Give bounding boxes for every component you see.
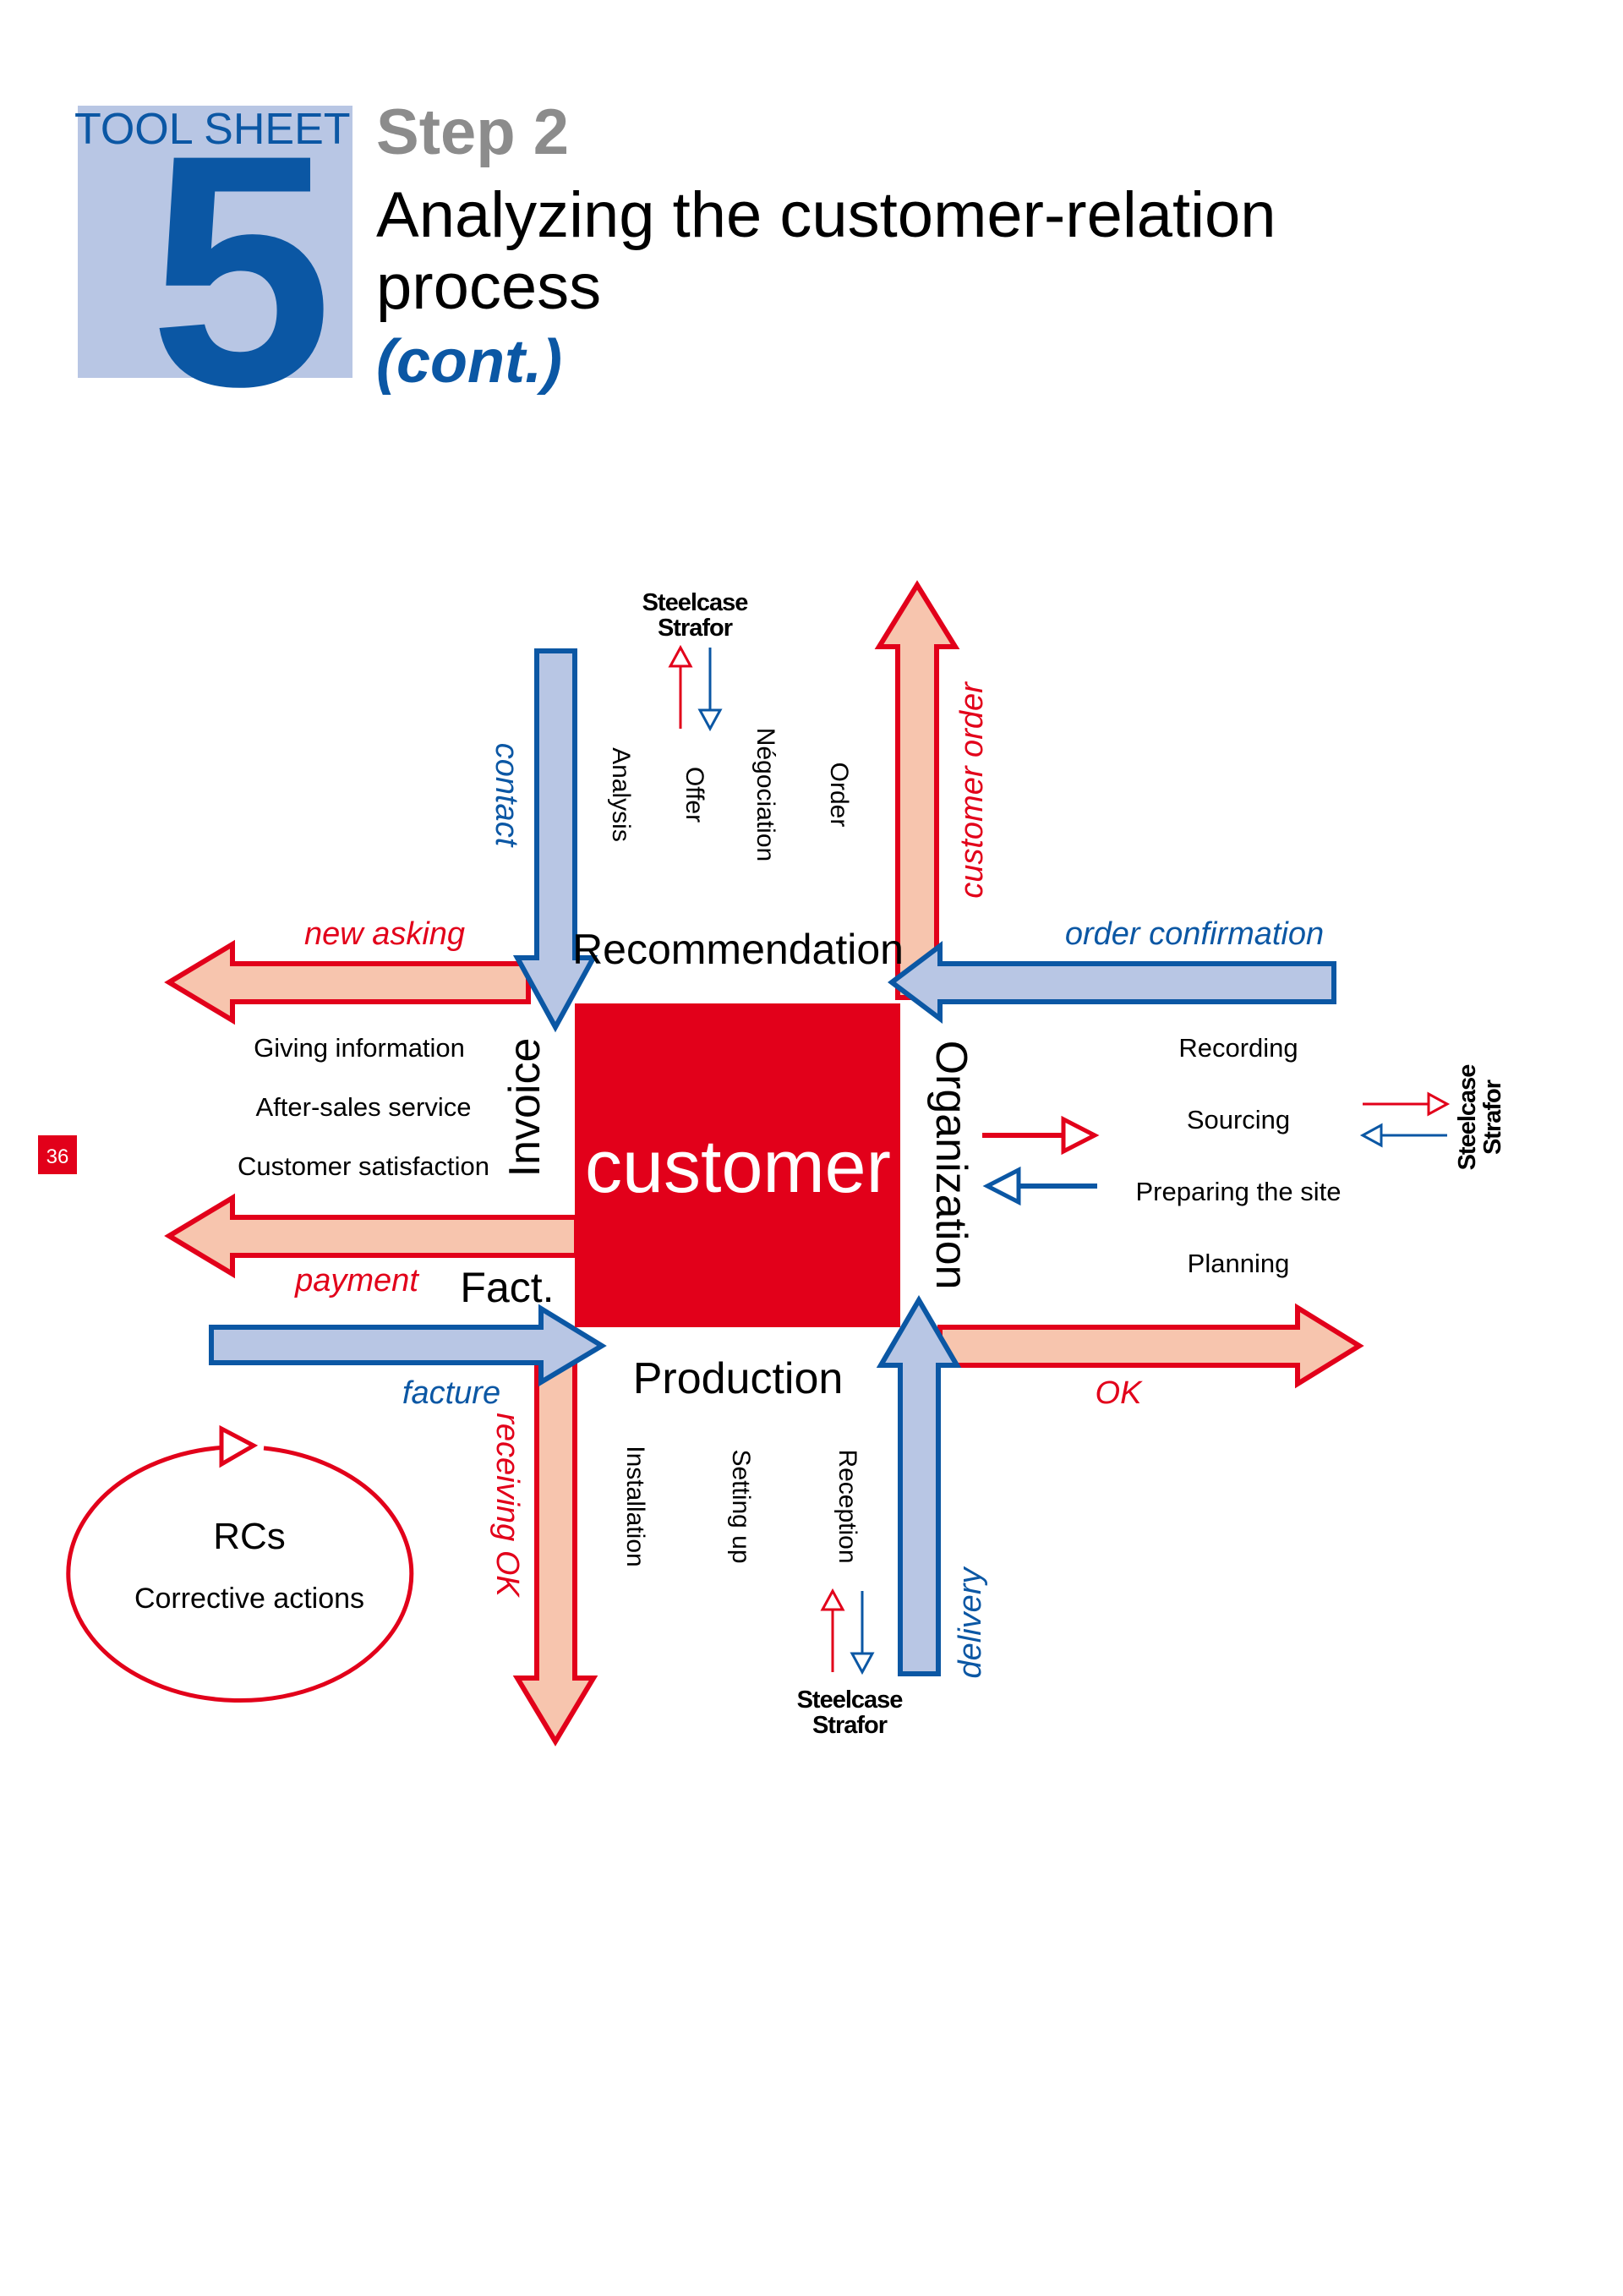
new-asking-arrow <box>164 939 531 1025</box>
steelcase-right-line2: Strafor <box>1479 1080 1506 1155</box>
loop-title: RCs <box>213 1516 286 1557</box>
corrective-actions-loop <box>66 1445 414 1703</box>
page-number: 36 <box>46 1145 69 1168</box>
customer-box <box>575 1003 900 1327</box>
order-confirmation-label: order confirmation <box>1065 916 1324 952</box>
delivery-arrow <box>876 1295 962 1676</box>
step-offer: Offer <box>680 767 708 823</box>
page-number-badge <box>38 1135 77 1174</box>
step-setting-up: Setting up <box>727 1449 755 1563</box>
recommendation-label: Recommendation <box>572 926 904 973</box>
page-title-cont: (cont.) <box>376 328 562 396</box>
organization-label: Organization <box>926 1041 975 1290</box>
ok-label: OK <box>1096 1375 1144 1411</box>
contact-arrow <box>512 648 598 1033</box>
payment-arrow <box>164 1193 579 1279</box>
payment-label: payment <box>294 1263 419 1298</box>
delivery-label: delivery <box>953 1566 988 1679</box>
tool-sheet-number: 5 <box>150 86 333 455</box>
steelcase-top-line2: Strafor <box>658 615 733 642</box>
step-analysis: Analysis <box>607 747 635 842</box>
step-after-sales-service: After-sales service <box>256 1092 472 1122</box>
tool-sheet-number-box <box>78 106 352 378</box>
ok-arrow <box>937 1303 1364 1389</box>
loop-arrowhead <box>219 1424 259 1468</box>
right-middle-arrows <box>982 1115 1100 1206</box>
steelcase-right-line1: Steelcase <box>1454 1064 1481 1171</box>
facture-arrow <box>209 1304 607 1387</box>
step-negociation: Négociation <box>751 728 779 861</box>
step-sourcing: Sourcing <box>1187 1105 1290 1134</box>
bottom-exchange-arrows <box>820 1588 875 1676</box>
steelcase-bottom-line1: Steelcase <box>797 1686 904 1714</box>
customer-order-label: customer order <box>954 681 990 899</box>
contact-label: contact <box>489 743 524 848</box>
top-exchange-arrows <box>668 644 723 732</box>
step-installation: Installation <box>621 1446 649 1566</box>
customer-label: customer <box>585 1124 891 1208</box>
right-exchange-arrows <box>1359 1091 1451 1148</box>
step-giving-information: Giving information <box>254 1033 465 1063</box>
page-title-line-2: process <box>376 251 601 323</box>
order-confirmation-arrow <box>888 940 1336 1025</box>
step-preparing-the-site: Preparing the site <box>1136 1177 1342 1206</box>
step-planning: Planning <box>1188 1249 1290 1278</box>
step-recording: Recording <box>1178 1033 1298 1063</box>
page-title-line-1: Analyzing the customer-relation <box>376 179 1276 251</box>
loop-subtitle: Corrective actions <box>134 1583 364 1615</box>
production-label: Production <box>633 1354 844 1403</box>
fact-label: Fact. <box>460 1264 554 1311</box>
step-reception: Reception <box>833 1449 861 1563</box>
receiving-ok-label: receiving OK <box>489 1413 525 1598</box>
invoice-label: Invoice <box>500 1038 549 1178</box>
tool-sheet-label: TOOL SHEET <box>74 105 351 154</box>
facture-label: facture <box>402 1375 500 1411</box>
step-customer-satisfaction: Customer satisfaction <box>238 1151 489 1181</box>
steelcase-top-line1: Steelcase <box>642 589 749 616</box>
receiving-ok-arrow <box>512 1358 598 1747</box>
step-order: Order <box>825 763 853 828</box>
new-asking-label: new asking <box>304 916 465 952</box>
steelcase-bottom-line2: Strafor <box>812 1712 888 1739</box>
customer-order-arrow <box>874 580 960 1000</box>
step-label: Step 2 <box>376 96 569 168</box>
